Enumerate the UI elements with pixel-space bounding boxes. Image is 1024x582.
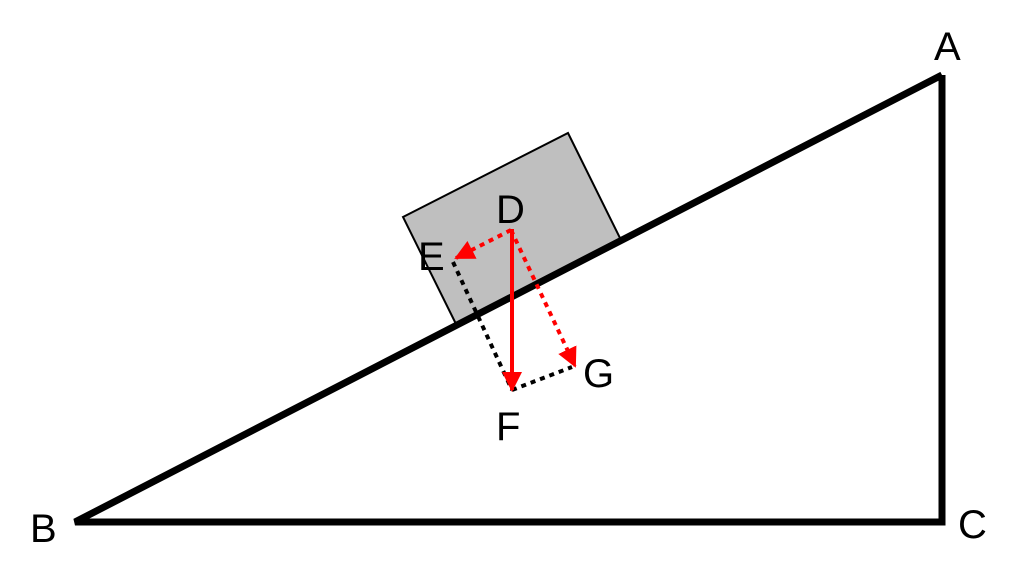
label-f: F	[496, 405, 520, 449]
label-d: D	[496, 188, 525, 232]
label-b: B	[30, 507, 57, 551]
label-e: E	[418, 235, 445, 279]
label-c: C	[958, 503, 987, 547]
component-line-e-f	[451, 261, 514, 391]
label-a: A	[934, 25, 961, 69]
incline-triangle	[73, 71, 946, 526]
force-arrow-d-e	[454, 228, 512, 260]
label-g: G	[583, 352, 614, 396]
component-line-f-g	[511, 365, 573, 392]
